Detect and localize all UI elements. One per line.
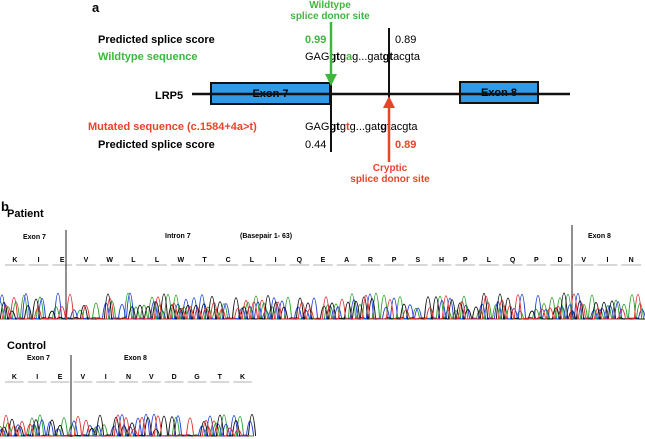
cryptic-arrow-icon: [383, 96, 395, 108]
patient-aa-0: K: [12, 257, 17, 264]
wt-score-1: 0.99: [305, 34, 327, 46]
patient-aa-17: S: [415, 257, 420, 264]
patient-aa-14: A: [344, 257, 349, 264]
control-trace-3: [0, 414, 250, 437]
wildtype-sequence-label: Wildtype sequence: [98, 51, 198, 63]
wt-arrow-icon: [325, 74, 337, 86]
patient-aa-6: L: [155, 257, 160, 264]
wt-score-2: 0.89: [395, 34, 417, 46]
patient-trace-3: [0, 293, 643, 320]
patient-aa-5: L: [131, 257, 136, 264]
gene-label: LRP5: [155, 90, 184, 102]
cryptic-site-line1: Cryptic: [372, 163, 408, 174]
wildtype-site-line1: Wildtype: [309, 0, 351, 11]
control-aa-5: N: [126, 374, 131, 381]
patient-aa-21: Q: [510, 257, 516, 264]
wt-predicted-score-label: Predicted splice score: [98, 34, 215, 46]
patient-aa-15: R: [368, 257, 373, 264]
patient-aa-19: P: [463, 257, 468, 264]
control-aa-7: D: [172, 374, 177, 381]
control-exon7-label: Exon 7: [27, 355, 50, 362]
mutated-sequence: GAGgtgtg...gatgtacgta: [305, 121, 418, 133]
wildtype-sequence: GAGgtgag...gatgtacgta: [305, 51, 420, 63]
patient-aa-20: L: [487, 257, 492, 264]
cryptic-site-line2: splice donor site: [350, 174, 430, 185]
control-aa-4: I: [105, 374, 107, 381]
patient-aa-10: L: [250, 257, 255, 264]
panel-a-label: a: [92, 0, 100, 15]
control-aa-0: K: [12, 374, 17, 381]
cryptic-site-annotation: Cryptic splice donor site: [340, 163, 440, 185]
patient-aa-4: W: [106, 257, 113, 264]
patient-aa-3: V: [84, 257, 89, 264]
patient-aa-18: H: [439, 257, 444, 264]
patient-intron7-label: Intron 7: [165, 233, 191, 240]
patient-aa-13: E: [321, 257, 326, 264]
mut-score-2: 0.89: [395, 139, 417, 151]
patient-aa-12: Q: [297, 257, 303, 264]
control-trace-2: [0, 414, 257, 437]
patient-aa-7: W: [177, 257, 184, 264]
patient-aa-11: I: [275, 257, 277, 264]
exon-8-label: Exon 8: [480, 86, 518, 99]
control-aa-1: I: [36, 374, 38, 381]
mut-score-1: 0.44: [305, 139, 327, 151]
control-aa-9: T: [218, 374, 223, 381]
patient-aa-25: I: [606, 257, 608, 264]
panel-b-label: b: [1, 199, 9, 214]
patient-aa-8: T: [202, 257, 207, 264]
patient-aa-23: D: [558, 257, 563, 264]
control-title: Control: [7, 340, 47, 352]
patient-aa-26: N: [629, 257, 634, 264]
patient-aa-16: P: [392, 257, 397, 264]
patient-aa-22: P: [534, 257, 539, 264]
control-trace-1: [0, 413, 255, 437]
patient-aa-24: V: [581, 257, 586, 264]
control-aa-6: V: [149, 374, 154, 381]
patient-title: Patient: [7, 208, 44, 220]
patient-exon7-label: Exon 7: [23, 234, 46, 241]
control-aa-3: V: [81, 374, 86, 381]
mutated-sequence-label: Mutated sequence (c.1584+4a>t): [88, 121, 257, 133]
control-aa-8: G: [194, 374, 200, 381]
patient-basepair-label: (Basepair 1- 63): [240, 233, 293, 240]
control-aa-2: E: [58, 374, 63, 381]
exon-8-box: Exon 8: [459, 81, 539, 104]
wildtype-site-annotation: Wildtype splice donor site: [275, 0, 385, 22]
patient-aa-1: I: [38, 257, 40, 264]
patient-aa-2: E: [60, 257, 65, 264]
patient-aa-9: C: [226, 257, 231, 264]
mut-predicted-score-label: Predicted splice score: [98, 139, 215, 151]
patient-exon8-label: Exon 8: [588, 233, 611, 240]
control-aa-10: K: [240, 374, 245, 381]
control-exon8-label: Exon 8: [124, 355, 147, 362]
wildtype-site-line2: splice donor site: [290, 11, 370, 22]
